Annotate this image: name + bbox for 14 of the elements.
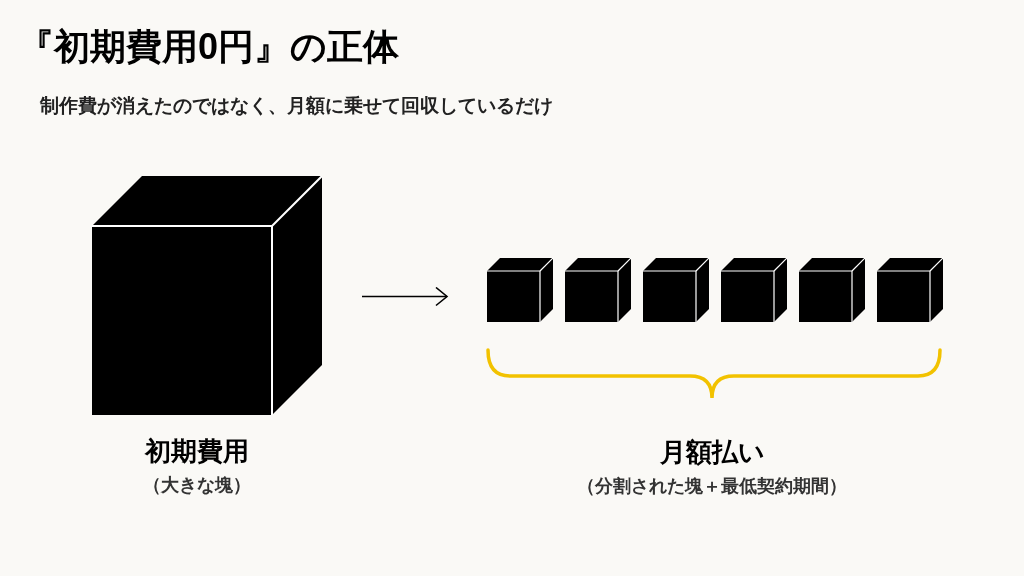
cube-sublabel: （大きな塊） — [143, 473, 251, 497]
cube-shape — [877, 258, 943, 322]
cube-shape — [643, 258, 709, 322]
cube-shape — [721, 258, 787, 322]
cube-label: 初期費用 — [145, 435, 249, 468]
cube-shape — [565, 258, 631, 322]
group-sublabel: （分割された塊＋最低契約期間） — [577, 474, 847, 498]
title: 『初期費用0円』の正体 — [18, 25, 400, 69]
subtitle: 制作費が消えたのではなく、月額に乗せて回収しているだけ — [40, 94, 553, 118]
cube-shape — [487, 258, 553, 322]
arrow — [361, 286, 448, 307]
group-label: 月額払い — [659, 436, 765, 469]
cube-shape — [92, 176, 322, 415]
cube-shape — [799, 258, 865, 322]
